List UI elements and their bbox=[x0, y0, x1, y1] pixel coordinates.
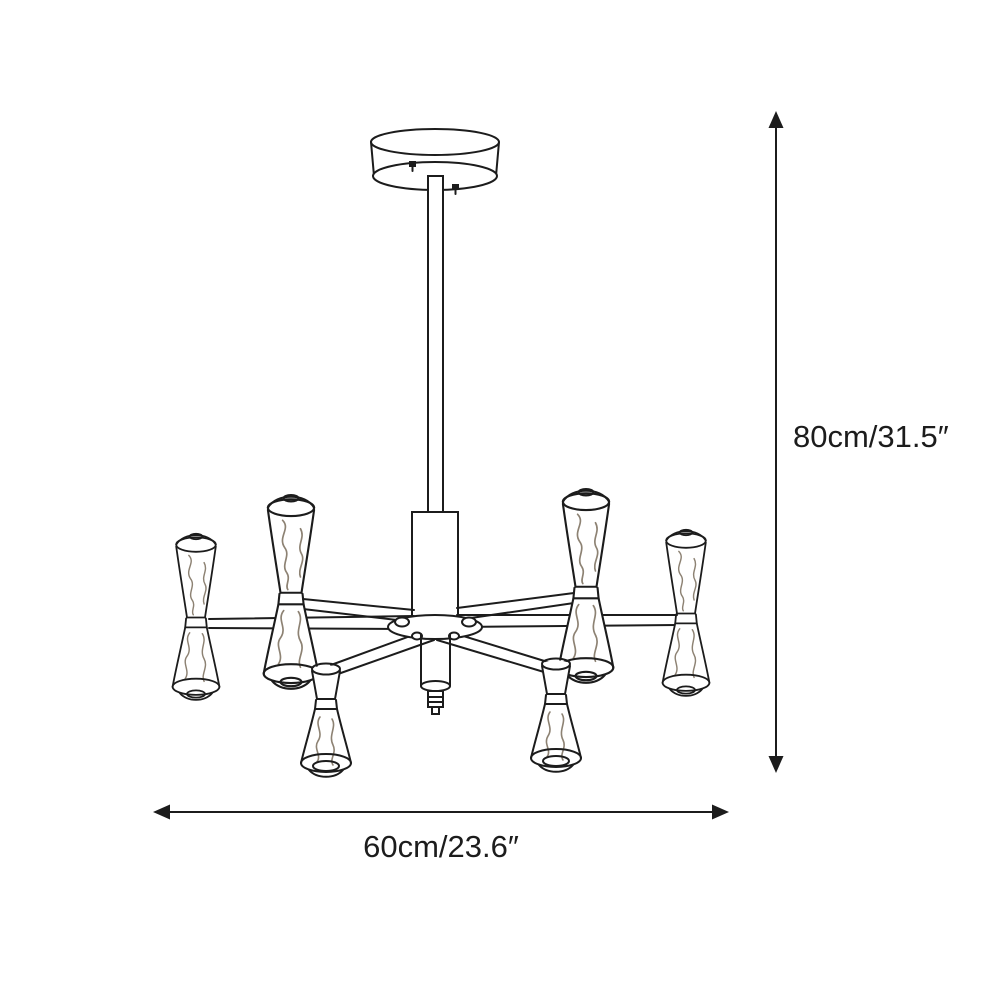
canopy-screw bbox=[409, 161, 416, 167]
lamp-shade bbox=[262, 494, 320, 690]
arrow-left-icon bbox=[153, 804, 170, 820]
arrow-right-icon bbox=[712, 804, 729, 820]
lamp-shade bbox=[171, 532, 221, 701]
hub-disc bbox=[387, 614, 483, 715]
drop-rod bbox=[427, 175, 444, 513]
lamp-shade bbox=[661, 528, 711, 697]
arrow-down-icon bbox=[768, 756, 784, 773]
arrow-up-icon bbox=[768, 111, 784, 128]
chandelier-illustration bbox=[171, 128, 711, 778]
height-dimension-label: 80cm/31.5″ bbox=[793, 419, 949, 454]
lamp-shade bbox=[557, 488, 615, 684]
width-dimension-label: 60cm/23.6″ bbox=[363, 829, 519, 864]
height-dimension: 80cm/31.5″ bbox=[768, 111, 949, 773]
canopy-screw bbox=[452, 184, 459, 190]
width-dimension: 60cm/23.6″ bbox=[153, 804, 729, 864]
hub-body bbox=[411, 511, 459, 627]
